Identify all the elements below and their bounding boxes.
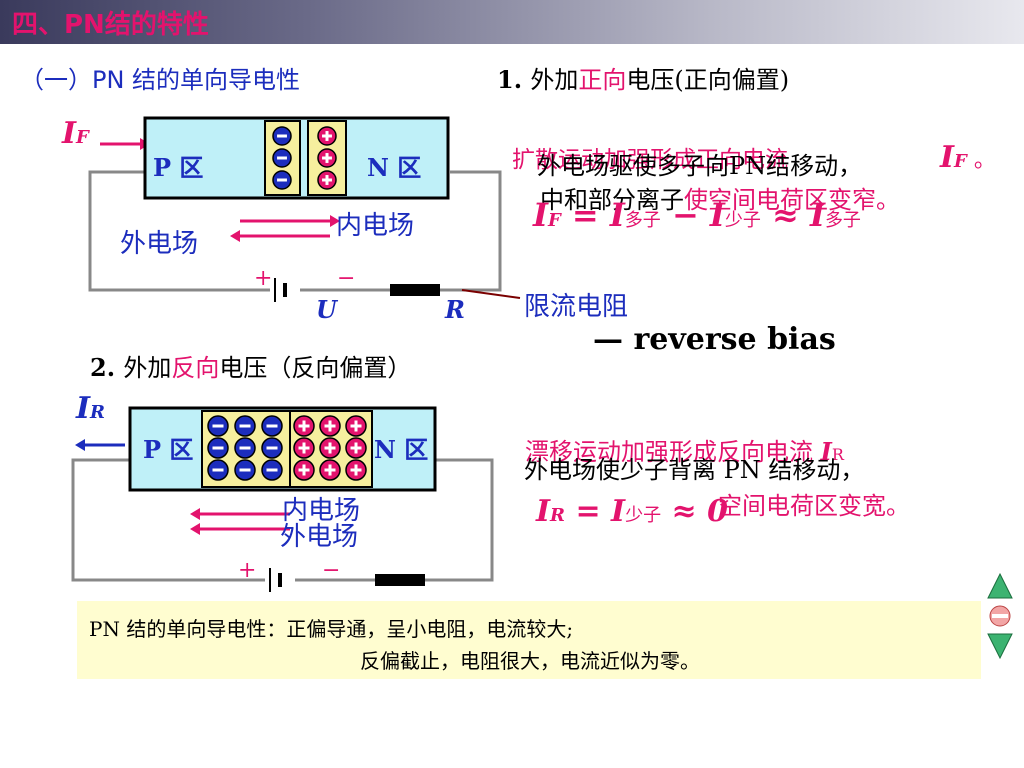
forward-heading-post: 电压(正向偏置) xyxy=(626,66,790,94)
reverse-plus-sign: + xyxy=(238,558,257,583)
forward-outer-field-label: 外电场 xyxy=(120,229,199,259)
forward-current-subscript: F xyxy=(76,127,89,148)
reverse-heading-post: 电压（反向偏置） xyxy=(219,354,412,382)
current-limiting-resistor-label: 限流电阻 xyxy=(524,292,629,322)
forward-text-if: IF 。 xyxy=(940,140,996,175)
inner-field-arrowhead xyxy=(330,215,340,227)
reverse-text-widen: 空间电荷区变宽。 xyxy=(718,492,910,520)
reverse-text-field: 外电场使少子背离 PN 结移动， xyxy=(524,456,865,484)
forward-negative-ions xyxy=(272,126,292,190)
positive-ion-icon xyxy=(345,459,367,481)
negative-ion-icon xyxy=(234,415,256,437)
forward-positive-ions xyxy=(317,126,337,190)
forward-n-region-label: N 区 xyxy=(367,153,422,182)
reverse-positive-ions xyxy=(293,415,367,481)
reverse-outer-field-arrowhead xyxy=(190,523,200,535)
reverse-formula-sub2: 少子 xyxy=(625,505,662,526)
reverse-heading-highlight: 反向 xyxy=(171,354,220,382)
negative-ion-icon xyxy=(272,126,292,146)
section-heading: （一）PN 结的单向导电性 xyxy=(20,66,301,94)
reverse-minus-sign: − xyxy=(322,558,341,583)
negative-ion-icon xyxy=(272,148,292,168)
forward-current-symbol: I xyxy=(62,116,77,151)
positive-ion-icon xyxy=(345,415,367,437)
slide-nav xyxy=(987,572,1013,660)
nav-up-icon[interactable] xyxy=(987,572,1013,599)
forward-inner-field-label: 内电场 xyxy=(336,211,415,241)
nav-home-icon[interactable] xyxy=(989,605,1011,627)
negative-ion-icon xyxy=(272,170,292,190)
forward-text-diffusion: 扩散运动加强形成正向电流 xyxy=(512,147,788,173)
negative-ion-icon xyxy=(261,459,283,481)
reverse-inner-field-arrowhead xyxy=(190,508,200,520)
summary-line-2: 反偏截止，电阻很大，电流近似为零。 xyxy=(360,649,700,673)
nav-down-icon[interactable] xyxy=(987,633,1013,660)
positive-ion-icon xyxy=(317,148,337,168)
reverse-wire-right xyxy=(425,458,494,582)
reverse-current-label: IR xyxy=(76,391,105,426)
negative-ion-icon xyxy=(234,437,256,459)
reverse-formula: IR = I少子 ≈ 0 xyxy=(536,494,728,529)
reverse-text-drift: 漂移运动加强形成反向电流 IR xyxy=(525,437,844,466)
reverse-outer-field-label: 外电场 xyxy=(280,522,359,552)
reverse-n-region-label: N 区 xyxy=(374,435,429,464)
forward-text-neutralize: 中和部分离子使空间电荷区变窄。 xyxy=(540,186,900,214)
positive-ion-icon xyxy=(317,126,337,146)
negative-ion-icon xyxy=(207,459,229,481)
negative-ion-icon xyxy=(207,415,229,437)
reverse-heading-pre: 外加 xyxy=(123,354,172,382)
positive-ion-icon xyxy=(293,415,315,437)
summary-box: PN 结的单向导电性：正偏导通，呈小电阻，电流较大; 反偏截止，电阻很大，电流近… xyxy=(77,601,981,679)
forward-heading-highlight: 正向 xyxy=(578,66,627,94)
forward-voltage-label: U xyxy=(316,295,337,324)
positive-ion-icon xyxy=(319,415,341,437)
negative-ion-icon xyxy=(261,415,283,437)
forward-wire-left xyxy=(88,170,270,292)
negative-ion-icon xyxy=(234,459,256,481)
reverse-current-symbol: I xyxy=(76,391,91,426)
page-title: 四、PN结的特性 xyxy=(12,10,209,40)
forward-heading-num: 1. xyxy=(497,65,531,94)
reverse-resistor xyxy=(375,574,425,586)
positive-ion-icon xyxy=(345,437,367,459)
reverse-p-region-label: P 区 xyxy=(143,435,194,464)
reverse-negative-ions xyxy=(207,415,283,481)
summary-line-1: PN 结的单向导电性：正偏导通，呈小电阻，电流较大; xyxy=(89,617,574,641)
reverse-formula-sub: R xyxy=(550,505,566,526)
positive-ion-icon xyxy=(293,459,315,481)
negative-ion-icon xyxy=(261,437,283,459)
forward-text-field: 外电场驱使多子向PN结移动， xyxy=(537,152,863,180)
reverse-bias-diagram xyxy=(71,406,494,592)
reverse-formula-eq: = I xyxy=(565,494,626,529)
resistor-callout-line xyxy=(461,289,521,299)
forward-resistor-label: R xyxy=(445,295,465,324)
reverse-inner-field-label: 内电场 xyxy=(282,496,361,526)
forward-p-region-label: P 区 xyxy=(153,153,204,182)
reverse-bias-label: — reverse bias xyxy=(593,322,836,357)
negative-ion-icon xyxy=(207,437,229,459)
positive-ion-icon xyxy=(317,170,337,190)
header-bar xyxy=(0,0,1024,44)
positive-ion-icon xyxy=(319,437,341,459)
forward-formula: IF = I多子 − I少子 ≈ I多子 xyxy=(533,196,861,234)
positive-ion-icon xyxy=(293,437,315,459)
outer-field-arrowhead xyxy=(230,230,240,242)
forward-heading-pre: 外加 xyxy=(530,66,579,94)
reverse-formula-i: I xyxy=(536,494,551,529)
reverse-wire-left xyxy=(71,458,265,582)
forward-wire-right xyxy=(440,170,502,292)
forward-resistor xyxy=(390,284,440,296)
reverse-bias-heading: 2. 外加反向电压（反向偏置） xyxy=(90,348,411,383)
reverse-current-arrowhead xyxy=(75,439,85,451)
reverse-current-subscript: R xyxy=(90,402,106,423)
forward-minus-sign: − xyxy=(337,266,356,291)
forward-bias-diagram xyxy=(88,116,521,302)
forward-bias-heading: 1. 外加正向电压(正向偏置) xyxy=(497,60,789,95)
reverse-heading-num: 2. xyxy=(90,353,124,382)
reverse-formula-approx: ≈ 0 xyxy=(661,494,728,529)
positive-ion-icon xyxy=(319,459,341,481)
forward-current-label: IF xyxy=(62,116,89,151)
forward-plus-sign: + xyxy=(254,266,273,291)
